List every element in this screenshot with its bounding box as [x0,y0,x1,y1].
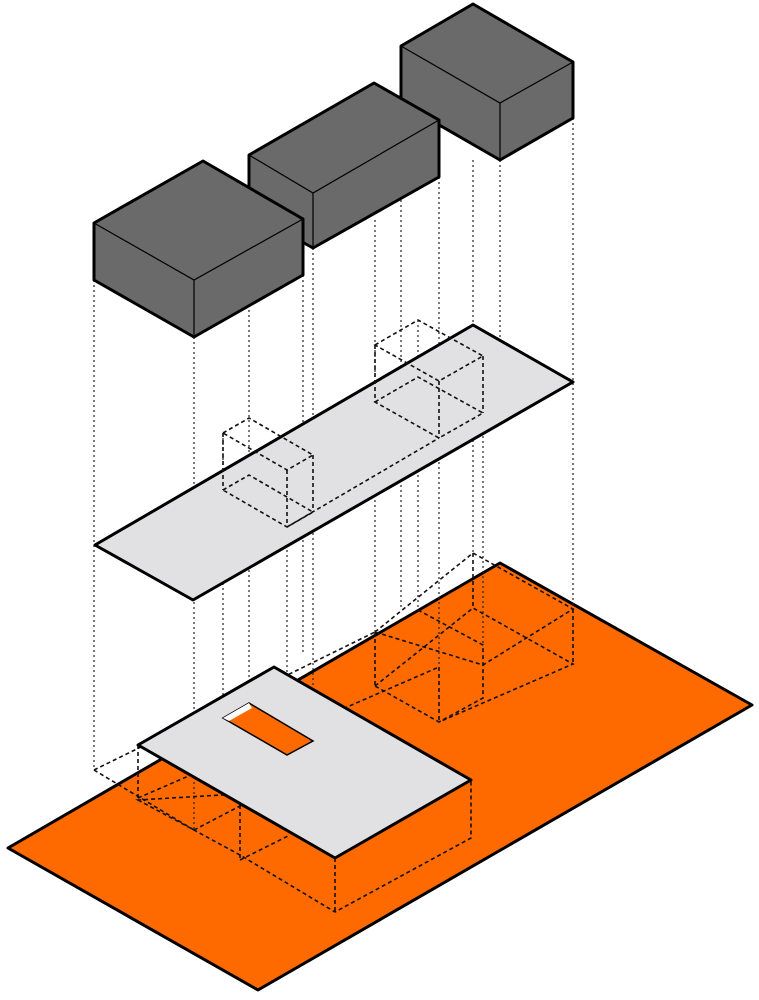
lower-slab-outline [136,665,473,860]
upper-slab-opening-right [373,376,485,439]
dashed-line [286,437,440,528]
right-opening-dashed-top [373,319,485,382]
upper-slab-surface [93,323,575,602]
lower-slab-opening-edge [223,703,252,721]
dashed-line [239,834,291,861]
lower-slab-opening [221,702,315,756]
lower-floor-slab [136,665,473,860]
lower-slab-surface [138,667,471,858]
box-left-body [92,159,305,339]
right-dashed-volume-inner [417,609,484,723]
mass-box-left [92,159,305,339]
dashed-line [93,769,195,831]
upper-floor-slab [93,319,575,602]
right-dashed-volume-base [373,607,575,723]
